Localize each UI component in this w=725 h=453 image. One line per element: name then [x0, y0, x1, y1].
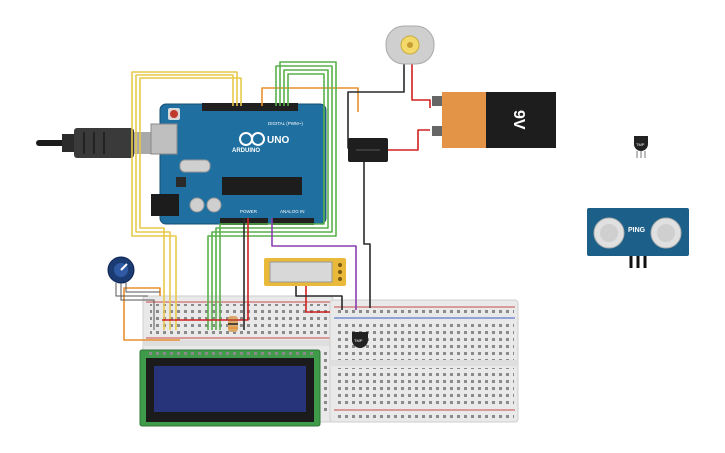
digital-header-label: DIGITAL (PWM~)	[268, 121, 303, 126]
resistor-icon	[228, 316, 238, 332]
breadboard-right	[329, 299, 519, 423]
temp-sensor-label: TMP	[636, 142, 645, 147]
ultrasonic-brand-label: PING	[628, 227, 646, 234]
arduino-brand-label: ARDUINO	[232, 148, 260, 154]
arduino-uno-board[interactable]: ARDUINO UNO DIGITAL (PWM~) POWER ANALOG …	[150, 103, 327, 225]
battery-9v[interactable]: 9V	[432, 92, 556, 148]
battery-voltage-label: 9V	[510, 110, 527, 130]
ultrasonic-sensor[interactable]: PING	[587, 208, 689, 268]
piezo-icon[interactable]	[264, 258, 346, 286]
potentiometer-icon[interactable]	[107, 256, 160, 330]
relay-icon[interactable]	[348, 138, 388, 162]
lcd-icon[interactable]	[139, 349, 321, 427]
breadboard-temp-sensor-icon[interactable]: TMP	[352, 332, 368, 348]
dc-motor-icon[interactable]	[385, 25, 435, 65]
analog-header-label: ANALOG IN	[280, 209, 305, 214]
wires	[123, 61, 431, 341]
temperature-sensor-icon[interactable]: TMP	[634, 136, 648, 158]
breadboard-temp-label: TMP	[354, 338, 363, 343]
power-header-label: POWER	[240, 209, 258, 214]
arduino-model-label: UNO	[267, 135, 289, 146]
